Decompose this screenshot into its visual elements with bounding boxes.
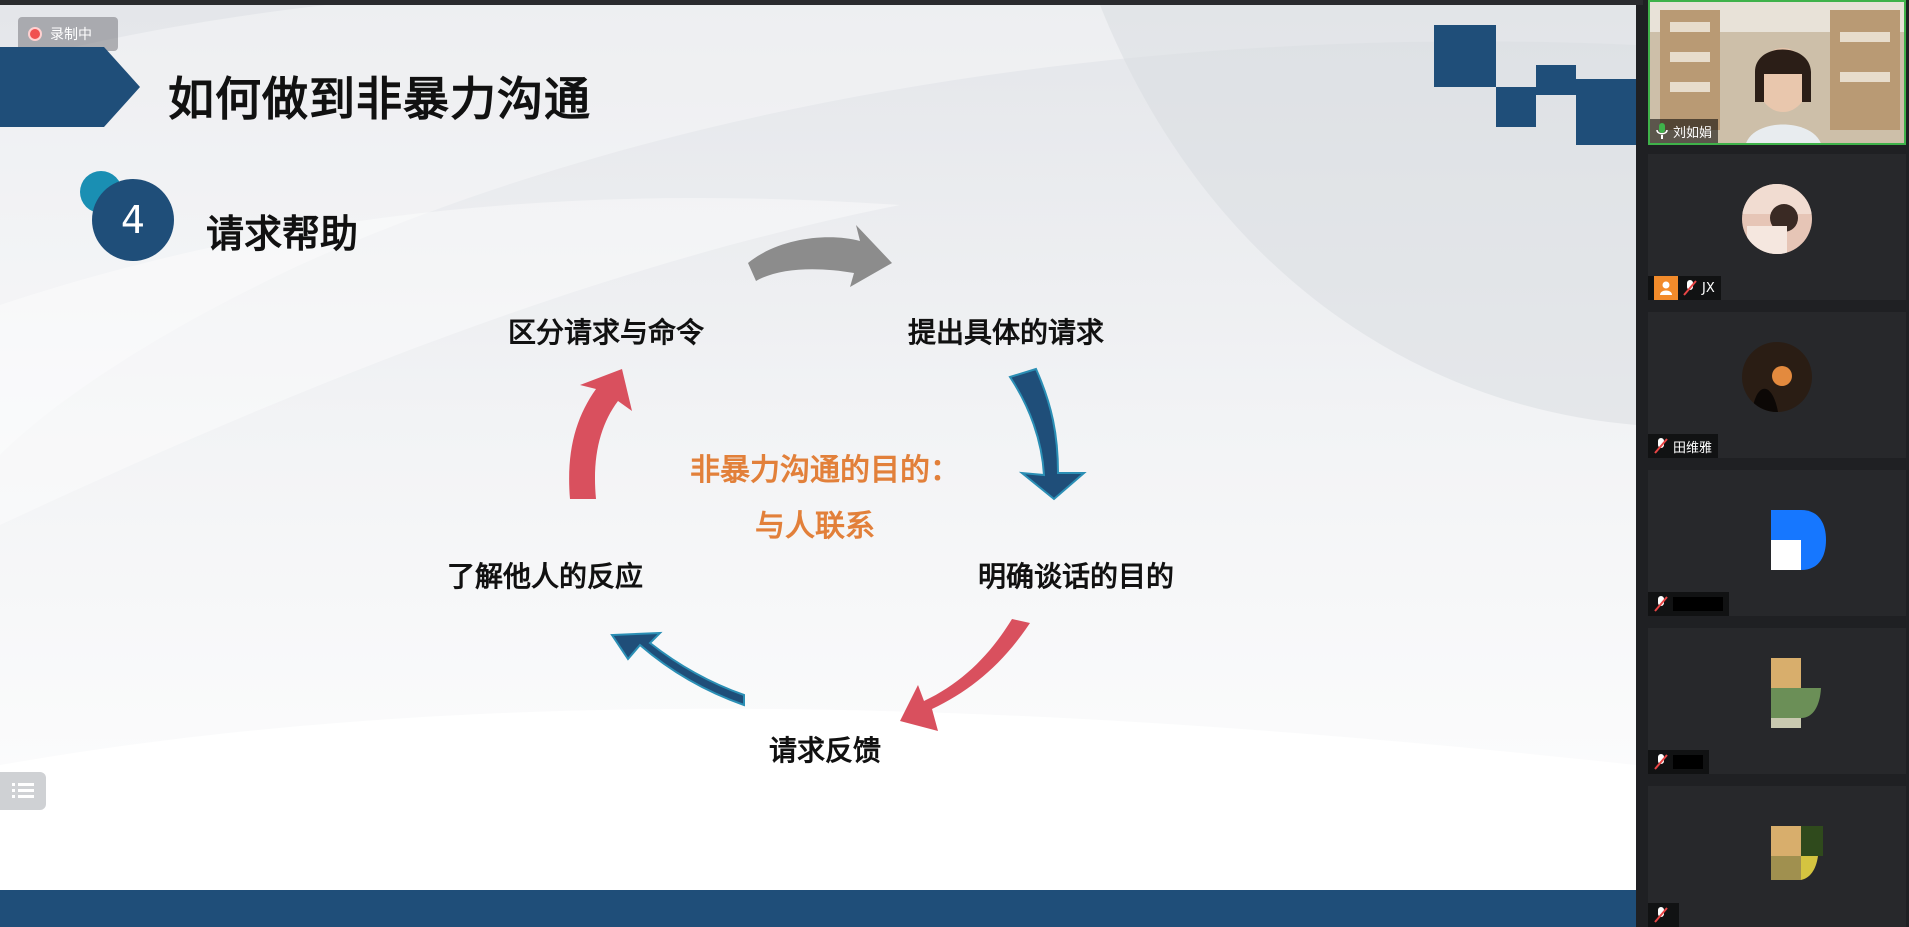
window-top-edge — [0, 0, 1909, 5]
slide-footer-bar — [0, 890, 1636, 927]
cycle-node-distinguish-request: 区分请求与命令 — [508, 316, 705, 349]
participant-name-tag — [1648, 903, 1679, 927]
participant-tile[interactable]: 田维雅 — [1648, 312, 1906, 458]
participant-name-tag: JX — [1648, 276, 1721, 300]
mic-on-icon — [1656, 123, 1668, 139]
title-flag-shape — [0, 47, 140, 127]
user-icon — [1654, 276, 1678, 300]
arrow-pink-right — [900, 619, 1030, 731]
participant-avatar — [1771, 826, 1823, 880]
participant-tile[interactable] — [1648, 786, 1906, 927]
recording-label: 录制中 — [50, 27, 92, 43]
participant-avatar — [1771, 658, 1821, 728]
participant-name-tag: 田维雅 — [1648, 434, 1719, 458]
participant-name: 刘如娟 — [1673, 125, 1713, 141]
presentation-slide: 录制中 如何做到非暴力沟通 4 请求帮助 区分请求 — [0, 5, 1636, 927]
center-heading: 非暴力沟通的目的： — [690, 453, 960, 488]
outline-menu-button[interactable] — [0, 772, 46, 810]
participant-name-tag — [1648, 592, 1729, 616]
participant-name: JX — [1702, 280, 1715, 296]
participant-name — [1673, 755, 1703, 769]
cycle-node-request-feedback: 请求反馈 — [769, 734, 882, 767]
arrow-navy-right — [1008, 367, 1087, 501]
participant-name-tag — [1648, 750, 1709, 774]
cycle-diagram-arrows — [569, 225, 1087, 731]
arrow-gray-top — [748, 225, 892, 287]
participant-avatar — [1742, 184, 1812, 254]
cycle-node-clarify-purpose: 明确谈话的目的 — [978, 560, 1175, 593]
participant-name — [1673, 597, 1723, 611]
mic-muted-icon — [1654, 907, 1668, 923]
corner-decoration-squares — [1434, 25, 1636, 145]
participant-tile[interactable] — [1648, 628, 1906, 774]
participant-video-panel: 刘如娟 JX — [1643, 0, 1909, 927]
section-title: 请求帮助 — [206, 212, 359, 256]
record-icon — [28, 27, 42, 41]
list-icon — [12, 783, 34, 798]
mic-muted-icon — [1654, 754, 1668, 770]
participant-avatar — [1742, 342, 1812, 412]
arrow-pink-left — [569, 369, 632, 499]
section-number-badge: 4 — [92, 179, 174, 261]
slide-title: 如何做到非暴力沟通 — [168, 72, 591, 126]
participant-name: 田维雅 — [1673, 440, 1713, 456]
participant-tile[interactable] — [1648, 470, 1906, 616]
mic-muted-icon — [1683, 280, 1697, 296]
mic-muted-icon — [1654, 438, 1668, 454]
arrow-navy-left — [610, 631, 745, 707]
center-subheading: 与人联系 — [755, 509, 875, 544]
recording-indicator[interactable]: 录制中 — [18, 17, 118, 51]
mic-muted-icon — [1654, 596, 1668, 612]
cycle-node-understand-reaction: 了解他人的反应 — [447, 560, 644, 593]
cycle-node-specific-request: 提出具体的请求 — [908, 316, 1105, 349]
participant-avatar — [1771, 510, 1826, 570]
participant-name-tag: 刘如娟 — [1650, 119, 1719, 143]
participant-tile[interactable]: 刘如娟 — [1648, 0, 1906, 145]
participant-tile[interactable]: JX — [1648, 154, 1906, 300]
